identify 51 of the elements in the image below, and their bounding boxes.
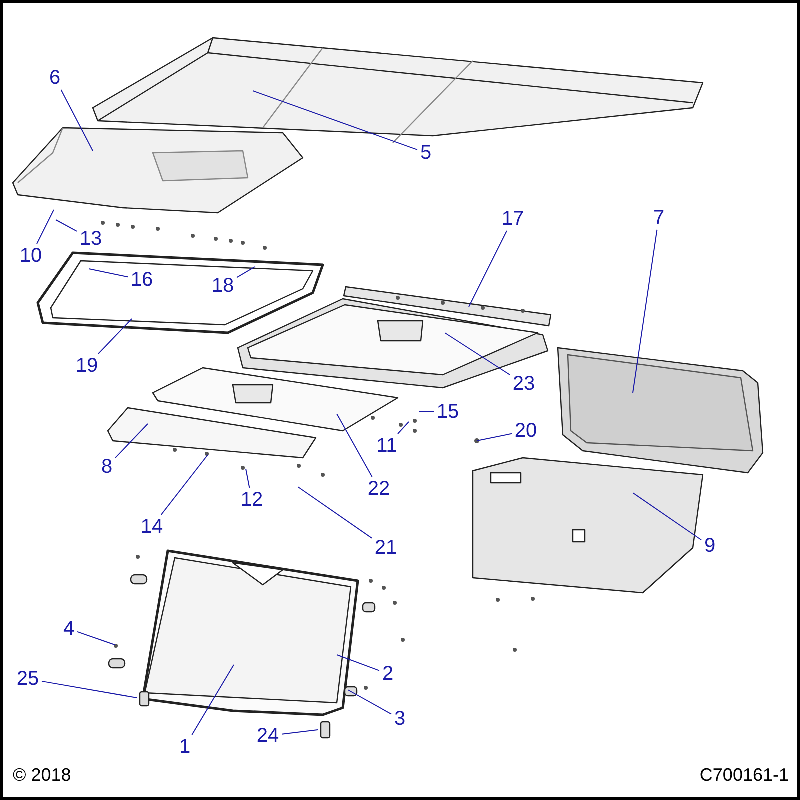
leader-line bbox=[298, 486, 372, 539]
callout-number: 6 bbox=[49, 67, 61, 89]
callout-number: 23 bbox=[512, 373, 536, 395]
copyright-note: © 2018 bbox=[13, 764, 72, 787]
leader-line bbox=[468, 230, 508, 308]
callout-number: 12 bbox=[240, 489, 264, 511]
callout-number: 10 bbox=[20, 245, 42, 267]
callout-number: 19 bbox=[76, 355, 98, 377]
callout-number: 4 bbox=[63, 618, 75, 640]
callout-number: 22 bbox=[368, 478, 390, 500]
callout-number: 16 bbox=[130, 269, 154, 291]
leader-line bbox=[77, 631, 116, 646]
callout-number: 14 bbox=[140, 516, 164, 538]
callout-number: 24 bbox=[256, 725, 280, 747]
callout-number: 2 bbox=[382, 663, 394, 685]
leader-line bbox=[56, 220, 78, 232]
callout-number: 8 bbox=[101, 456, 113, 478]
leader-line bbox=[336, 414, 373, 478]
leader-line bbox=[98, 318, 132, 354]
leader-line bbox=[236, 266, 256, 278]
leader-line bbox=[252, 90, 418, 150]
leader-line bbox=[60, 90, 94, 152]
callout-number: 25 bbox=[16, 668, 40, 690]
callout-number: 11 bbox=[376, 435, 398, 457]
callout-number: 15 bbox=[436, 401, 460, 423]
callout-number: 9 bbox=[704, 535, 716, 557]
leader-line bbox=[42, 680, 138, 698]
leader-line bbox=[444, 332, 510, 376]
leader-line bbox=[115, 424, 148, 459]
leader-line bbox=[632, 230, 658, 394]
figure-code: C700161-1 bbox=[700, 764, 789, 787]
callout-number: 3 bbox=[394, 708, 406, 730]
leader-line bbox=[398, 422, 410, 434]
callout-number: 1 bbox=[179, 736, 191, 758]
callout-number: 13 bbox=[80, 228, 102, 250]
leader-line bbox=[348, 690, 392, 715]
leader-line bbox=[282, 730, 318, 735]
leader-line bbox=[88, 268, 128, 278]
callout-number: 5 bbox=[420, 142, 432, 164]
callout-number: 20 bbox=[514, 420, 538, 442]
callout-number: 7 bbox=[653, 207, 665, 229]
leader-line bbox=[36, 210, 54, 244]
callout-number: 17 bbox=[502, 208, 524, 230]
leader-line bbox=[476, 433, 512, 442]
leader-line bbox=[632, 492, 702, 541]
leader-line bbox=[336, 654, 380, 672]
leader-line bbox=[192, 664, 234, 736]
callout-number: 21 bbox=[374, 537, 398, 559]
callout-number: 18 bbox=[212, 275, 234, 297]
leader-line bbox=[160, 454, 208, 516]
leader-line bbox=[246, 468, 250, 488]
